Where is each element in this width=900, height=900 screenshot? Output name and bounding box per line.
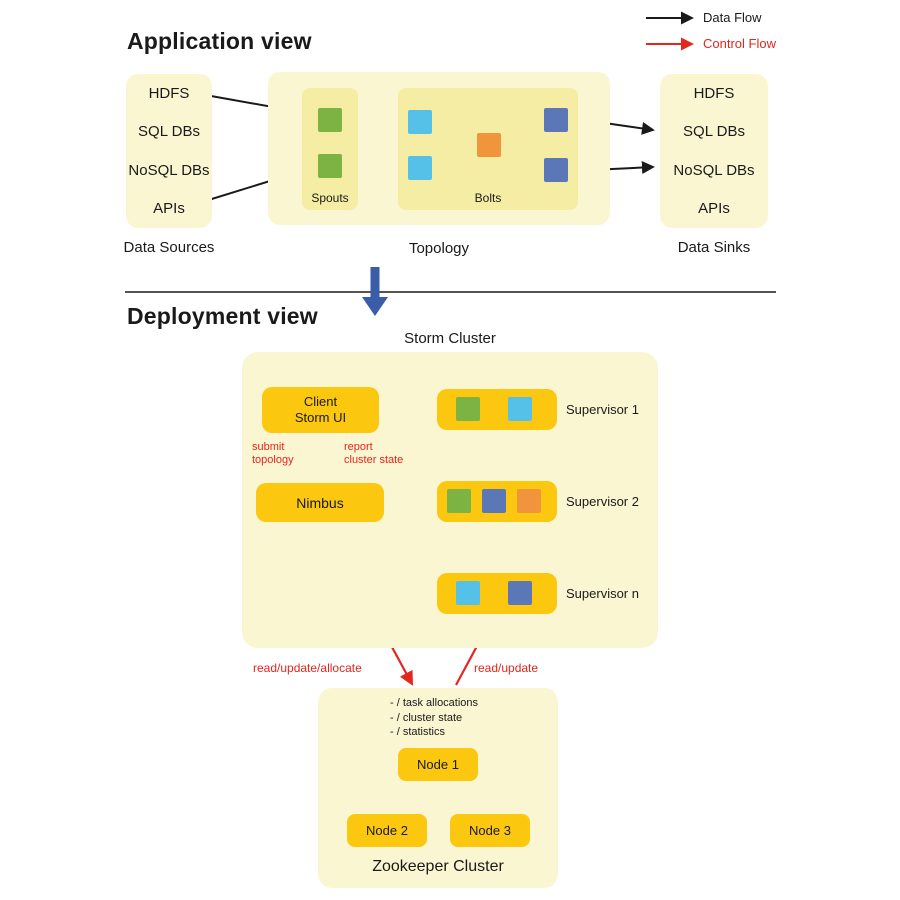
spout-square-2 — [318, 154, 342, 178]
application-view-title: Application view — [127, 28, 312, 54]
data-sink-item: SQL DBs — [683, 123, 745, 141]
data-sink-item: NoSQL DBs — [673, 161, 755, 179]
sup2-darkblue-square — [482, 489, 506, 513]
storm-ui-label: Storm UI — [294, 410, 347, 425]
supn-darkblue-square — [508, 581, 532, 605]
bolt-square-lightblue-2 — [408, 156, 432, 180]
data-sink-item: APIs — [698, 200, 730, 218]
legend-data-flow-label: Data Flow — [703, 10, 762, 25]
data-sink-item: HDFS — [693, 84, 735, 102]
zookeeper-panel — [318, 688, 558, 888]
zookeeper-node-1: Node 1 — [398, 748, 478, 781]
bolt-square-orange — [477, 133, 501, 157]
deployment-view-title: Deployment view — [127, 303, 318, 329]
nimbus-box: Nimbus — [256, 483, 384, 522]
supervisor-n-label: Supervisor n — [566, 586, 639, 601]
data-source-item: NoSQL DBs — [128, 161, 210, 179]
report-cluster-state-note: report cluster state — [344, 441, 404, 466]
spout-square-1 — [318, 108, 342, 132]
zookeeper-node-2: Node 2 — [347, 814, 427, 847]
data-sources-panel: HDFS SQL DBs NoSQL DBs APIs — [126, 74, 212, 228]
topology-caption: Topology — [408, 240, 470, 257]
supervisor-1-box — [437, 389, 557, 430]
zookeeper-path-item: - / statistics — [390, 726, 446, 738]
zookeeper-cluster-caption: Zookeeper Cluster — [372, 858, 504, 875]
supervisor-1-label: Supervisor 1 — [566, 402, 639, 417]
storm-cluster-caption: Storm Cluster — [404, 330, 496, 347]
section-arrow-head — [362, 297, 388, 316]
spouts-caption: Spouts — [311, 191, 349, 205]
read-update-note: read/update — [474, 661, 539, 675]
zookeeper-path-item: - / cluster state — [390, 711, 463, 724]
supervisor-n-box — [437, 573, 557, 614]
sup1-lightblue-square — [508, 397, 532, 421]
data-sinks-panel: HDFS SQL DBs NoSQL DBs APIs — [660, 74, 768, 228]
read-update-allocate-note: read/update/allocate — [253, 661, 362, 675]
sup1-green-square — [456, 397, 480, 421]
client-label: Client — [303, 394, 338, 409]
zookeeper-paths: - / task allocations - / cluster state -… — [390, 696, 478, 740]
sup2-orange-square — [517, 489, 541, 513]
zookeeper-node-3: Node 3 — [450, 814, 530, 847]
zookeeper-path-item: - / task allocations — [390, 697, 479, 709]
data-sources-caption: Data Sources — [123, 239, 215, 256]
bolt-square-darkblue-1 — [544, 108, 568, 132]
client-storm-ui-box: Client Storm UI — [262, 387, 379, 433]
sup2-green-square — [447, 489, 471, 513]
bolts-caption: Bolts — [474, 191, 502, 205]
bolt-square-darkblue-2 — [544, 158, 568, 182]
supn-lightblue-square — [456, 581, 480, 605]
supervisor-2-label: Supervisor 2 — [566, 494, 639, 509]
legend-control-flow-label: Control Flow — [703, 36, 776, 51]
data-source-item: HDFS — [148, 84, 190, 102]
nimbus-label: Nimbus — [296, 494, 344, 511]
spouts-group: Spouts — [302, 88, 358, 210]
data-source-item: SQL DBs — [138, 123, 200, 141]
submit-topology-note: submit topology — [252, 441, 294, 466]
data-sinks-caption: Data Sinks — [677, 239, 751, 256]
data-source-item: APIs — [153, 200, 185, 218]
bolt-square-lightblue-1 — [408, 110, 432, 134]
